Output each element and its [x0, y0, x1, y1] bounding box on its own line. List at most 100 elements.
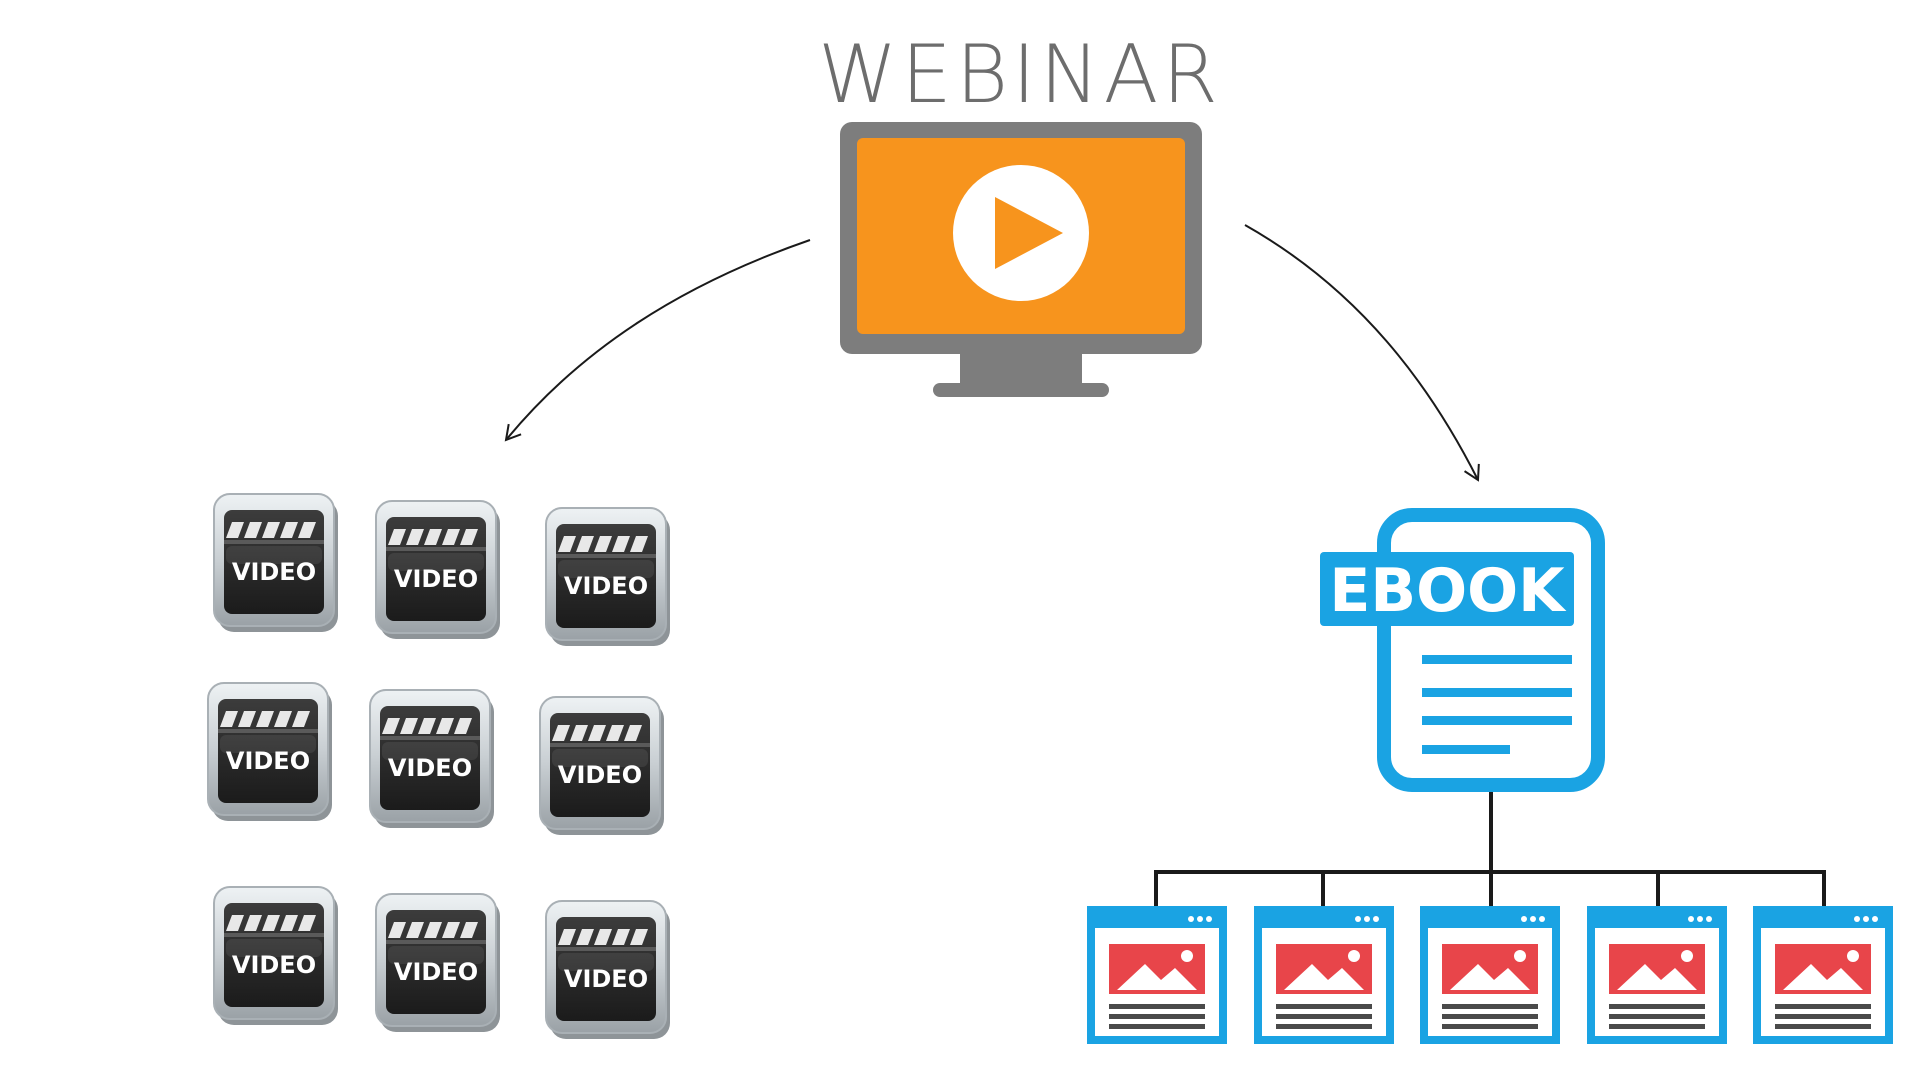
page-text-line [1775, 1024, 1871, 1029]
mountain-icon [1783, 964, 1863, 990]
clapper-hinge [556, 947, 656, 951]
page-text-line [1276, 1004, 1372, 1009]
tile-gloss [558, 953, 654, 971]
video-tile: VIDEO [369, 689, 494, 828]
video-label: VIDEO [558, 761, 642, 789]
clapper-stripe [292, 711, 310, 727]
clapper-stripe [454, 718, 472, 734]
page-text-line [1109, 1014, 1205, 1019]
mountain-icon [1117, 964, 1197, 990]
clapper-stripe [418, 718, 436, 734]
sun-icon [1681, 950, 1693, 962]
clapper-stripe [424, 922, 442, 938]
sun-icon [1181, 950, 1193, 962]
clapper-stripe [442, 529, 460, 545]
clapper-hinge [386, 547, 486, 551]
page-text-line [1609, 1004, 1705, 1009]
clapper-stripe [274, 711, 292, 727]
ebook-text-line [1422, 716, 1572, 725]
clapper-stripe [460, 529, 478, 545]
clapper-stripes [220, 711, 310, 727]
clapper-stripe [612, 929, 630, 945]
clapper-stripe [226, 522, 244, 538]
video-tile: VIDEO [213, 493, 338, 632]
clapper-stripe [280, 915, 298, 931]
tile-gloss [226, 939, 322, 957]
play-icon [995, 197, 1063, 269]
ebook-text-line [1422, 655, 1572, 664]
monitor-neck [960, 354, 1082, 384]
clapper-stripe [558, 536, 576, 552]
video-label: VIDEO [232, 951, 316, 979]
clapper-stripe [244, 915, 262, 931]
tile-gloss [388, 946, 484, 964]
page-titlebar [1757, 910, 1889, 928]
browser-image-icon [1753, 906, 1893, 1044]
clapper-stripe [388, 529, 406, 545]
clapper-stripe [388, 922, 406, 938]
window-dot [1197, 916, 1203, 922]
clapper-stripe [630, 929, 648, 945]
window-dot [1364, 916, 1370, 922]
clapper-stripe [406, 922, 424, 938]
ebook-node: EBOOK [1320, 508, 1605, 792]
video-label: VIDEO [394, 565, 478, 593]
video-label: VIDEO [564, 572, 648, 600]
arrow-to-ebook [1244, 224, 1480, 482]
video-tile: VIDEO [213, 886, 338, 1025]
monitor-icon [840, 122, 1202, 397]
window-dot [1530, 916, 1536, 922]
page-text-line [1276, 1014, 1372, 1019]
clapper-hinge [224, 933, 324, 937]
window-dot [1697, 916, 1703, 922]
clapper-stripe [262, 915, 280, 931]
clapper-stripe [552, 725, 570, 741]
clapper-stripes [226, 915, 316, 931]
page-text-line [1442, 1024, 1538, 1029]
page-titlebar [1258, 910, 1390, 928]
clapper-stripe [558, 929, 576, 945]
page-titlebar [1591, 910, 1723, 928]
tile-gloss [220, 735, 316, 753]
tree-connector [1154, 792, 1826, 912]
webinar-title: WEBINAR [818, 28, 1222, 121]
clapper-stripe [256, 711, 274, 727]
clapper-stripe [244, 522, 262, 538]
clapper-stripe [606, 725, 624, 741]
page-text-line [1609, 1024, 1705, 1029]
clapper-stripe [570, 725, 588, 741]
tile-gloss [558, 560, 654, 578]
page-text-line [1276, 1024, 1372, 1029]
tile-gloss [382, 742, 478, 760]
window-dot [1863, 916, 1869, 922]
clapper-stripe [220, 711, 238, 727]
sun-icon [1847, 950, 1859, 962]
clapper-stripes [558, 929, 648, 945]
ebook-label-box [1320, 552, 1574, 626]
clapper-stripes [558, 536, 648, 552]
window-dot [1872, 916, 1878, 922]
clapper-stripes [388, 529, 478, 545]
clapper-stripe [624, 725, 642, 741]
document-icon [1422, 655, 1572, 754]
clapper-stripes [382, 718, 472, 734]
clapper-stripe [262, 522, 280, 538]
video-tile: VIDEO [375, 500, 500, 639]
clapper-stripe [442, 922, 460, 938]
clapper-stripe [382, 718, 400, 734]
clapper-stripe [576, 536, 594, 552]
sun-icon [1514, 950, 1526, 962]
clapper-hinge [380, 736, 480, 740]
clapper-hinge [556, 554, 656, 558]
video-tile: VIDEO [207, 682, 332, 821]
clapper-stripe [588, 725, 606, 741]
clapper-stripes [388, 922, 478, 938]
video-tile: VIDEO [375, 893, 500, 1032]
monitor-stand [933, 383, 1109, 397]
clapper-hinge [218, 729, 318, 733]
clapper-stripe [238, 711, 256, 727]
mountain-icon [1617, 964, 1697, 990]
clapper-stripe [400, 718, 418, 734]
video-label: VIDEO [564, 965, 648, 993]
clapper-stripes [226, 522, 316, 538]
